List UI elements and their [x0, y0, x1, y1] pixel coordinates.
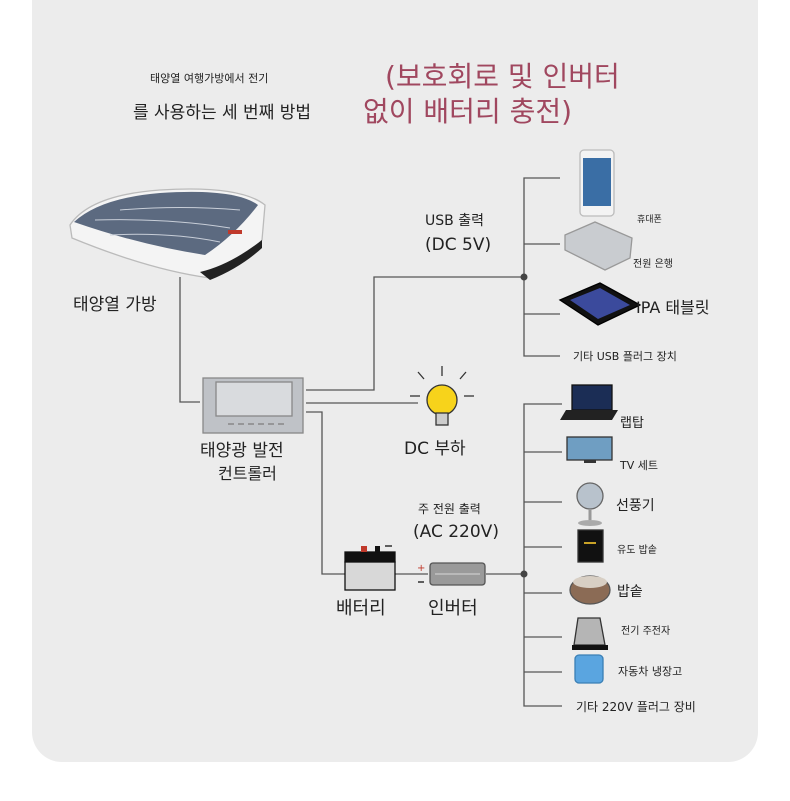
- ac-device-label: TV 세트: [620, 459, 658, 472]
- car-fridge-icon: [574, 654, 604, 684]
- battery-icon: [344, 545, 396, 591]
- tv-icon: [566, 436, 613, 463]
- suitcase-label: 태양열 가방: [73, 295, 157, 315]
- ac-device-label: 밥솥: [617, 584, 643, 600]
- tablet-icon: [558, 282, 642, 326]
- ac-device-label: 랩탑: [620, 416, 644, 431]
- ac-device-label: 유도 밥솥: [617, 545, 657, 556]
- ac-device-label: 기타 220V 플러그 장비: [576, 700, 696, 714]
- light-bulb-icon: [410, 366, 474, 426]
- usb-device-label: 전원 은행: [633, 259, 673, 270]
- inverter-icon: +: [417, 562, 486, 586]
- battery-label: 배터리: [336, 598, 386, 619]
- svg-text:+: +: [417, 563, 425, 574]
- usb-bus: [523, 177, 560, 357]
- junction-dot: [520, 570, 528, 578]
- ac-output-label: 주 전원 출력: [418, 502, 481, 516]
- laptop-icon: [560, 384, 618, 420]
- controller-label-1: 태양광 발전: [200, 441, 284, 461]
- kettle-icon: [572, 617, 608, 650]
- controller-label-2: 컨트롤러: [218, 464, 277, 483]
- usb-voltage-label: (DC 5V): [425, 235, 492, 255]
- ac-voltage-label: (AC 220V): [413, 522, 499, 542]
- ac-device-label: 전기 주전자: [621, 626, 671, 637]
- fan-icon: [576, 482, 604, 526]
- title-line1: 태양열 여행가방에서 전기: [150, 72, 269, 85]
- ac-bus: [523, 403, 562, 707]
- usb-device-label: 휴대폰: [637, 215, 662, 225]
- usb-device-label: IPA 태블릿: [636, 298, 710, 317]
- title-line2: 를 사용하는 세 번째 방법: [133, 103, 312, 123]
- diagram-card: [32, 0, 758, 762]
- induction-cooker-icon: [577, 529, 604, 563]
- dc-load-label: DC 부하: [404, 439, 466, 459]
- ac-device-label: 자동차 냉장고: [618, 665, 683, 678]
- highlight-line2: 없이 배터리 충전): [363, 95, 573, 128]
- wire-suitcase-controller: [179, 277, 200, 403]
- wire-controller-battery: [306, 411, 345, 575]
- power-bank-icon: [564, 221, 633, 271]
- phone-icon: [579, 149, 615, 217]
- inverter-label: 인버터: [428, 598, 478, 619]
- highlight-line1: (보호회로 및 인버터: [385, 60, 620, 93]
- rice-cooker-icon: [569, 575, 611, 605]
- solar-suitcase-icon: [69, 188, 266, 280]
- wire-controller-usb: [306, 276, 524, 391]
- junction-dot: [520, 273, 528, 281]
- charge-controller-icon: [202, 377, 304, 434]
- usb-output-label: USB 출력: [425, 213, 484, 229]
- usb-device-label: 기타 USB 플러그 장치: [573, 350, 677, 363]
- ac-device-label: 선풍기: [616, 498, 655, 514]
